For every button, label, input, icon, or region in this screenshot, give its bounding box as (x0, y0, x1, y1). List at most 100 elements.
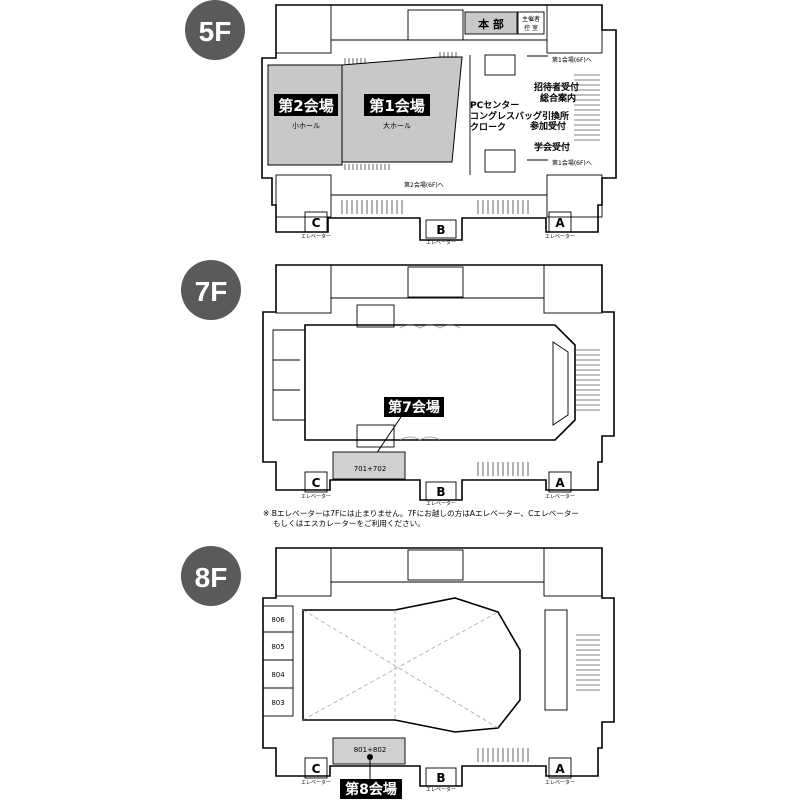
stair-block-top-left-7f (275, 264, 332, 314)
escalator-5f (574, 74, 600, 141)
elevator-a-label-5f: エレベーター (545, 233, 575, 240)
floor-badge-8f-label: 8F (195, 562, 228, 593)
stage-8f (544, 609, 568, 711)
room-803-8f (262, 687, 294, 717)
elevator-a-letter-8f: A (555, 762, 565, 776)
hall2-subtitle-5f: 小ホール (292, 121, 320, 130)
stair-block-top-right-7f (543, 264, 603, 314)
pc-center-label-5f: PCセンター (470, 99, 519, 111)
hall8-title-box-8f (340, 779, 402, 799)
floor-badge-8f (181, 546, 241, 606)
outline-7f (262, 264, 615, 501)
lobby-room-top-5f (484, 54, 516, 76)
stair-block-top-left-8f (275, 547, 332, 597)
hall2-title-5f: 第2会場 (278, 97, 333, 115)
lobby-room-bottom-5f (484, 149, 516, 173)
elevator-b-label-8f: エレベーター (426, 786, 456, 793)
main-hall-7f (304, 324, 576, 441)
society-reception-label-5f: 学会受付 (534, 141, 570, 153)
elevator-a-letter-5f: A (555, 216, 565, 230)
escalator-bottom-right-5f (477, 200, 529, 214)
room-top-center-7f (407, 266, 464, 298)
room-top-center-5f (407, 9, 464, 41)
participant-reception-label-5f: 参加受付 (530, 120, 566, 132)
elevator-a-label-7f: エレベーター (545, 493, 575, 500)
stair-block-top-left-5f (275, 4, 332, 54)
elevator-note-line-1: ※ Bエレベーターは7Fには止まりません。7Fにお越しの方はAエレベーター、Cエ… (263, 508, 579, 518)
elevator-c-letter-8f: C (312, 762, 321, 776)
floor-badge-5f (185, 0, 245, 60)
general-info-label-5f: 総合案内 (540, 92, 576, 104)
elevator-b-box-5f (425, 219, 457, 239)
hall1-subtitle-5f: 大ホール (383, 121, 411, 130)
floor-8f: 8F 806 805 804 803 801+802 第8会場 (181, 546, 615, 799)
hall7-title-box-7f (384, 397, 444, 417)
room-801-802-label-8f: 801+802 (354, 746, 387, 754)
elevator-c-box-5f (304, 211, 328, 233)
main-hall-8f (302, 597, 521, 733)
hall-diagonal-1-8f (302, 609, 499, 729)
floor-7f: 7F 第7会場 701+702 C エレベーター B エレベーター (181, 260, 615, 528)
to-hall2-label-5f: 第2会場(6F)へ (404, 181, 444, 189)
elevator-c-letter-5f: C (312, 216, 321, 230)
room-top-center-8f (407, 549, 464, 581)
organizer-room-5f (517, 11, 545, 35)
elevator-c-box-8f (304, 757, 328, 779)
elevator-b-label-7f: エレベーター (426, 500, 456, 507)
side-rooms-7f (272, 329, 306, 421)
elevator-b-box-7f (425, 481, 457, 501)
hall1-title-box-5f (364, 94, 430, 116)
hall1-title-5f: 第1会場 (369, 97, 424, 115)
hall7-title-7f: 第7会場 (388, 399, 440, 416)
stairs-hall-bottom-5f (344, 164, 390, 170)
floor-badge-5f-label: 5F (199, 16, 232, 47)
organizer-room-label-1-5f: 主催者 (522, 15, 540, 23)
elevator-a-box-8f (548, 757, 572, 779)
elevator-c-label-8f: エレベーター (301, 779, 331, 786)
escalator-bottom-7f (477, 462, 529, 476)
room-803-label-8f: 803 (271, 699, 284, 707)
stair-block-top-right-8f (543, 547, 603, 597)
stair-block-top-right-5f (546, 4, 603, 54)
escalator-8f (576, 634, 600, 691)
floor-badge-7f-label: 7F (195, 276, 228, 307)
to-hall1-top-label-5f: 第1会場(6F)へ (552, 56, 592, 64)
hall8-title-8f: 第8会場 (345, 781, 397, 798)
curtain-top-7f (399, 324, 461, 329)
escalator-7f (576, 349, 600, 411)
room-701-702-7f (332, 451, 406, 480)
room-806-label-8f: 806 (271, 616, 285, 624)
honbu-room-5f (464, 11, 518, 35)
floor-5f: 5F 本 部 主催者 控 室 第2会場 小ホール 第1会場 大ホール (185, 0, 617, 246)
elevator-a-letter-7f: A (555, 476, 565, 490)
hall8-pointer-dot-8f (367, 754, 373, 760)
outline-5f (261, 4, 617, 241)
elevator-c-box-7f (304, 471, 328, 493)
honbu-label-5f: 本 部 (478, 17, 504, 31)
room-805-label-8f: 805 (271, 643, 284, 651)
stage-7f (552, 341, 569, 426)
elevator-b-letter-8f: B (436, 771, 445, 785)
elevator-b-letter-7f: B (436, 485, 445, 499)
floor-badge-7f (181, 260, 241, 320)
hall2-title-box-5f (274, 94, 338, 116)
escalator-bottom-left-5f (341, 200, 403, 214)
outline-8f (262, 547, 615, 787)
hall-diagonal-2-8f (302, 611, 499, 721)
room-upper-7f (356, 304, 395, 328)
elevator-b-box-8f (425, 767, 457, 787)
elevator-note-line-2: もしくはエスカレーターをご利用ください。 (273, 518, 425, 528)
congress-bag-label-5f: コングレスバッグ引換所 (470, 110, 569, 122)
elevator-a-box-7f (548, 471, 572, 493)
elevator-a-box-5f (548, 211, 572, 233)
organizer-room-label-2-5f: 控 室 (524, 24, 538, 32)
elevator-a-label-8f: エレベーター (545, 779, 575, 786)
elevator-c-label-7f: エレベーター (301, 493, 331, 500)
elevator-c-letter-7f: C (312, 476, 321, 490)
stair-block-bottom-right-5f (546, 174, 603, 218)
room-701-702-label-7f: 701+702 (354, 465, 387, 473)
escalator-bottom-8f (477, 748, 529, 762)
room-804-label-8f: 804 (271, 671, 285, 679)
curtain-bottom-7f (399, 436, 441, 441)
